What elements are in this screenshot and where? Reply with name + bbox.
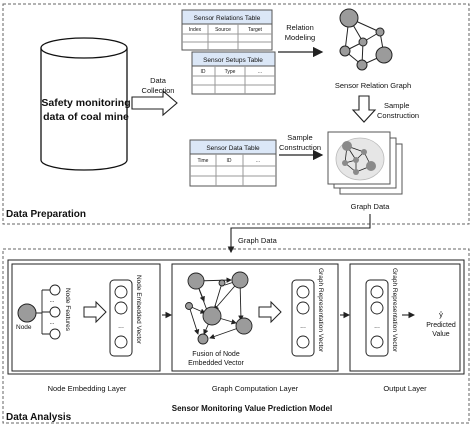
sensor-data-table bbox=[189, 139, 277, 187]
node-embedding-arrow bbox=[83, 300, 107, 324]
setups-col-id: ID bbox=[201, 69, 206, 75]
predicted-symbol: ŷ bbox=[439, 310, 443, 319]
graph-representation-vector-2 bbox=[365, 279, 389, 357]
sensor-relations-table bbox=[181, 9, 273, 51]
relations-col-source: Source bbox=[215, 27, 231, 33]
node-label: Node bbox=[16, 324, 32, 331]
graph-computation-graph bbox=[185, 271, 253, 345]
model-frame bbox=[7, 259, 465, 375]
node-embedding-layer-box bbox=[11, 263, 161, 372]
fusion-label-2: Embedded Vector bbox=[188, 360, 244, 367]
data-analysis-title: Data Analysis bbox=[6, 412, 72, 423]
sensor-relation-graph bbox=[339, 8, 393, 71]
relation-modeling-label-1: Relation bbox=[286, 23, 314, 32]
node-features-dots-2: ... bbox=[49, 320, 54, 326]
data-analysis-frame bbox=[2, 248, 470, 424]
graph-data-output-label: Graph Data bbox=[351, 202, 391, 211]
data-collection-arrow bbox=[131, 89, 178, 117]
graph-data-stack bbox=[327, 131, 403, 195]
coal-mine-database-icon bbox=[40, 37, 128, 171]
predicted-label-1: Predicted bbox=[426, 322, 456, 329]
node-embedded-vector bbox=[109, 279, 133, 357]
sample-construction-left-label-1: Sample bbox=[287, 133, 312, 142]
setups-col-type: Type bbox=[225, 69, 236, 75]
relation-modeling-label-2: Modeling bbox=[285, 33, 315, 42]
sample-construction-left-label-2: Construction bbox=[279, 143, 321, 152]
data-col-id: ID bbox=[227, 158, 232, 164]
setups-table-title: Sensor Setups Table bbox=[203, 57, 263, 64]
graph-computation-arrow bbox=[258, 300, 282, 324]
node-embedded-vector-dots: ... bbox=[118, 323, 124, 330]
graph-representation-vector-1-label: Graph Representation Vector bbox=[317, 268, 324, 353]
model-title: Sensor Monitoring Value Prediction Model bbox=[172, 404, 332, 413]
output-layer-box bbox=[349, 263, 461, 372]
sensor-setups-table bbox=[191, 51, 276, 95]
data-table-title: Sensor Data Table bbox=[206, 145, 260, 152]
data-preparation-frame bbox=[2, 3, 470, 225]
sample-construction-right-label-1: Sample bbox=[384, 101, 409, 110]
source-label-line1: Safety monitoring bbox=[41, 97, 130, 109]
sample-construction-down-arrow bbox=[351, 95, 377, 123]
graph-computation-layer-box bbox=[171, 263, 339, 372]
data-col-time: Time bbox=[198, 158, 209, 164]
relations-col-index: Index bbox=[189, 27, 202, 33]
source-label-line2: data of coal mine bbox=[43, 111, 129, 123]
relations-col-target: Target bbox=[248, 27, 263, 33]
graph-data-connector-label: Graph Data bbox=[238, 236, 278, 245]
graph-representation-vector-1-dots: ... bbox=[300, 323, 306, 330]
setups-col-more: ... bbox=[258, 69, 262, 75]
layer-label-graph-computation: Graph Computation Layer bbox=[212, 384, 299, 393]
data-collection-label-1: Data bbox=[150, 76, 167, 85]
node-features-label: Node Features bbox=[64, 288, 71, 332]
graph-data-connector-arrow bbox=[227, 214, 371, 254]
data-preparation-title: Data Preparation bbox=[6, 209, 86, 220]
data-collection-label-2: Collection bbox=[142, 86, 175, 95]
node-features-dots-1: ... bbox=[49, 298, 54, 304]
node-embedded-vector-label: Node Embedded Vector bbox=[135, 275, 142, 345]
data-col-more: ... bbox=[256, 158, 260, 164]
graph-representation-vector-2-label: Graph Representation Vector bbox=[391, 268, 398, 353]
sample-construction-right-label-2: Construction bbox=[377, 111, 419, 120]
relations-table-title: Sensor Relations Table bbox=[194, 15, 261, 22]
graph-representation-vector-2-dots: ... bbox=[374, 323, 380, 330]
layer-label-node-embedding: Node Embedding Layer bbox=[48, 384, 127, 393]
layer-label-output: Output Layer bbox=[383, 384, 427, 393]
graph-representation-vector-1 bbox=[291, 279, 315, 357]
relation-graph-label: Sensor Relation Graph bbox=[335, 81, 411, 90]
predicted-label-2: Value bbox=[432, 331, 449, 338]
node-features-icon bbox=[17, 284, 61, 340]
fusion-label-1: Fusion of Node bbox=[192, 351, 240, 358]
